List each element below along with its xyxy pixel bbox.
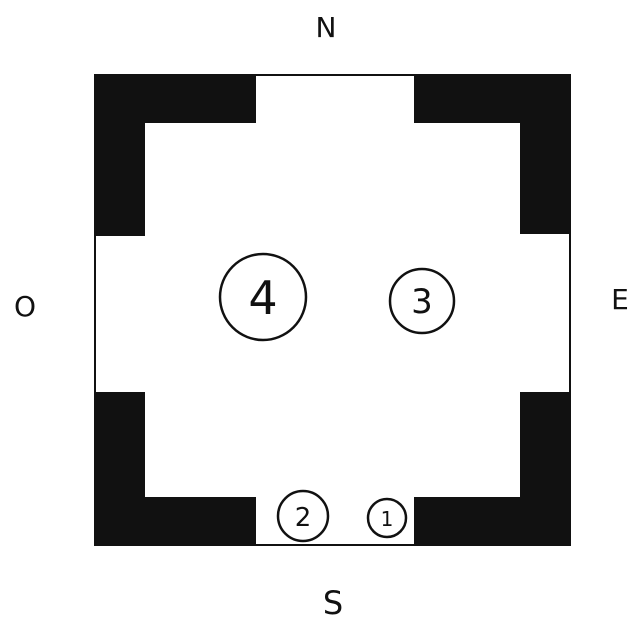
wall-south-west [94, 392, 256, 546]
enclosure-outline [94, 74, 571, 546]
marker-1-circle [366, 497, 408, 539]
wall-north-east [414, 74, 571, 234]
marker-1: 1 [366, 497, 408, 539]
compass-west: O [14, 290, 36, 323]
marker-3-label: 3 [411, 282, 433, 322]
marker-3-circle [388, 267, 456, 335]
wall-north-west [94, 74, 256, 236]
marker-2-label: 2 [295, 503, 312, 533]
wall-south-east [414, 392, 571, 546]
corner-walls [94, 74, 571, 546]
marker-2: 2 [276, 489, 330, 543]
marker-4: 4 [218, 252, 308, 342]
marker-3: 3 [388, 267, 456, 335]
marker-4-circle [218, 252, 308, 342]
marker-1-label: 1 [381, 507, 394, 531]
marker-2-circle [276, 489, 330, 543]
compass-north: N [316, 11, 337, 44]
compass-south: S [323, 584, 343, 622]
compass-east: E [611, 283, 629, 316]
marker-4-label: 4 [248, 271, 277, 325]
